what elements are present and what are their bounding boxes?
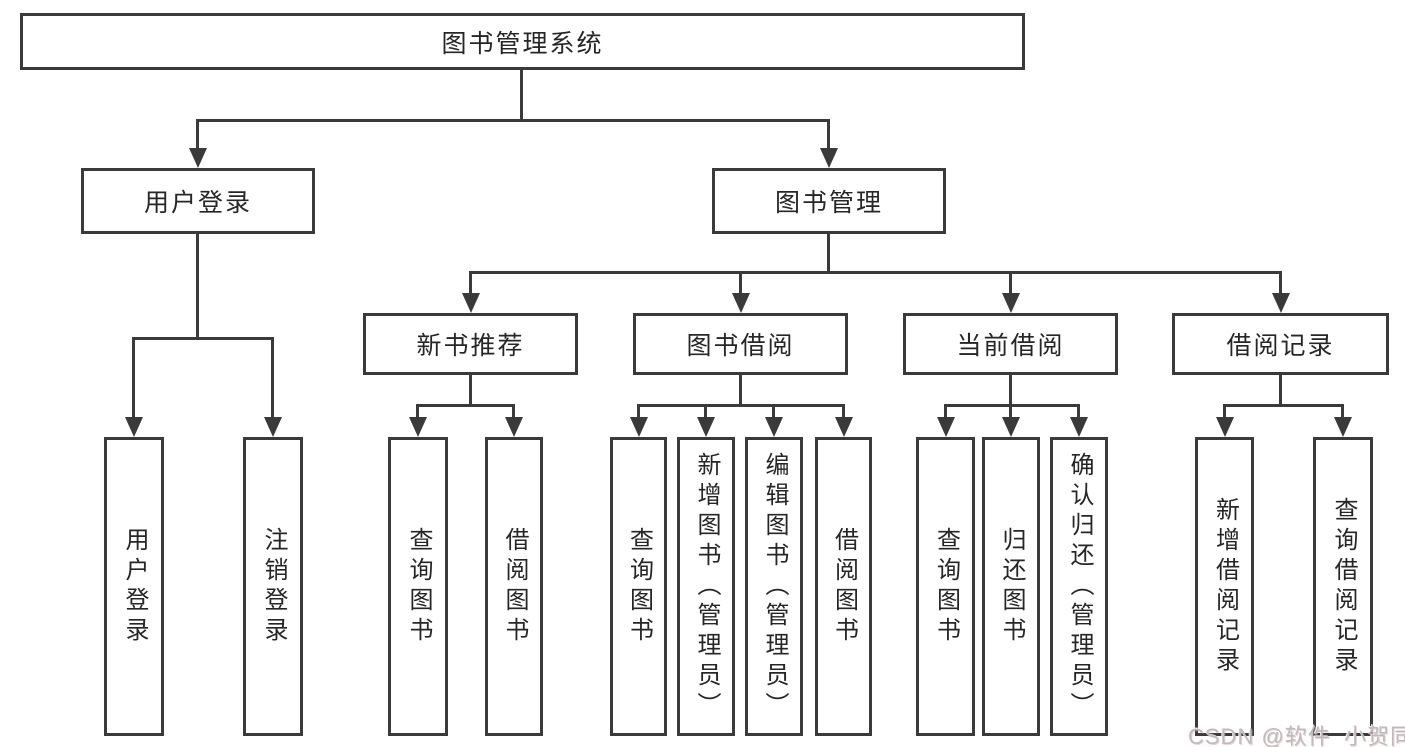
leaf-currentborrow-query-label: 查询图书	[932, 526, 960, 647]
connector-leaf-stem	[944, 404, 947, 419]
arrow-down-icon	[409, 417, 427, 437]
leaf-bookborrow-borrow: 借阅图书	[815, 437, 872, 736]
arrow-down-icon	[125, 417, 143, 437]
connector-bookborrow-rail	[637, 404, 845, 407]
connector-l3-stem	[1009, 271, 1012, 295]
leaf-logout: 注销登录	[243, 437, 303, 736]
connector-leaf-stem	[842, 404, 845, 419]
leaf-user-login: 用户登录	[104, 437, 164, 736]
arrow-down-icon	[1272, 293, 1290, 313]
arrow-down-icon	[1334, 417, 1352, 437]
arrow-down-icon	[732, 293, 750, 313]
node-user-login-label: 用户登录	[143, 189, 252, 217]
connector-borrowrecord-down	[1279, 373, 1282, 406]
arrow-down-icon	[189, 148, 207, 168]
connector-level3-rail	[469, 271, 1282, 274]
connector-leaf-stem	[1341, 404, 1344, 419]
arrow-down-icon	[505, 417, 523, 437]
leaf-newbook-query-label: 查询图书	[405, 526, 432, 647]
node-borrow-record: 借阅记录	[1172, 313, 1389, 375]
connector-root-stem	[520, 70, 523, 122]
leaf-newbook-borrow: 借阅图书	[485, 437, 543, 736]
leaf-borrowrecord-query-label: 查询借阅记录	[1330, 496, 1357, 677]
arrow-down-icon	[630, 417, 648, 437]
connector-userlogin-down	[196, 232, 199, 339]
leaf-bookborrow-edit: 编辑图书（管理员）	[745, 437, 803, 736]
connector-bookmgmt-down	[827, 232, 830, 273]
connector-leaf-stem	[512, 404, 515, 419]
leaf-currentborrow-confirm: 确认归还（管理员）	[1050, 437, 1108, 736]
leaf-currentborrow-return: 归还图书	[982, 437, 1040, 736]
node-book-borrow-label: 图书借阅	[686, 332, 795, 360]
connector-l3-stem	[739, 271, 742, 295]
leaf-bookborrow-add: 新增图书（管理员）	[677, 437, 735, 736]
node-user-login: 用户登录	[81, 168, 315, 234]
connector-borrowrecord-rail	[1223, 404, 1343, 407]
leaf-newbook-borrow-label: 借阅图书	[501, 526, 528, 647]
connector-level1-rail	[196, 119, 830, 122]
leaf-logout-label: 注销登录	[260, 526, 287, 647]
leaf-newbook-query: 查询图书	[388, 437, 448, 736]
connector-leaf-stem	[132, 337, 135, 419]
csdn-watermark: CSDN @软件_小贺同学	[1188, 724, 1405, 747]
arrow-down-icon	[1070, 417, 1088, 437]
node-root: 图书管理系统	[20, 13, 1025, 70]
leaf-bookborrow-add-label: 新增图书（管理员）	[693, 451, 720, 722]
connector-currentborrow-down	[1009, 373, 1012, 406]
leaf-bookborrow-edit-label: 编辑图书（管理员）	[761, 451, 788, 722]
node-book-mgmt: 图书管理	[712, 168, 946, 234]
leaf-borrowrecord-query: 查询借阅记录	[1313, 437, 1373, 736]
connector-userlogin-stem	[196, 119, 199, 151]
connector-leaf-stem	[637, 404, 640, 419]
connector-leaf-stem	[704, 404, 707, 419]
leaf-user-login-label: 用户登录	[121, 526, 148, 647]
connector-leaf-stem	[772, 404, 775, 419]
leaf-bookborrow-query: 查询图书	[610, 437, 667, 736]
leaf-borrowrecord-add-label: 新增借阅记录	[1211, 496, 1239, 677]
connector-bookmgmt-stem	[827, 119, 830, 151]
leaf-currentborrow-confirm-label: 确认归还（管理员）	[1066, 451, 1093, 722]
node-book-borrow: 图书借阅	[633, 313, 848, 375]
leaf-bookborrow-borrow-label: 借阅图书	[830, 526, 858, 647]
arrow-down-icon	[1216, 417, 1234, 437]
arrow-down-icon	[765, 417, 783, 437]
node-current-borrow-label: 当前借阅	[956, 332, 1065, 360]
leaf-borrowrecord-add: 新增借阅记录	[1195, 437, 1254, 736]
arrow-down-icon	[835, 417, 853, 437]
node-new-book: 新书推荐	[363, 313, 578, 375]
arrow-down-icon	[462, 293, 480, 313]
arrow-down-icon	[1002, 417, 1020, 437]
connector-bookborrow-down	[739, 373, 742, 406]
node-book-mgmt-label: 图书管理	[774, 189, 883, 217]
connector-l3-stem	[1279, 271, 1282, 295]
node-root-label: 图书管理系统	[441, 29, 604, 58]
connector-leaf-stem	[1223, 404, 1226, 419]
connector-leaf-stem	[416, 404, 419, 419]
connector-currentborrow-rail	[944, 404, 1080, 407]
arrow-down-icon	[820, 148, 838, 168]
connector-newbook-rail	[416, 404, 515, 407]
node-new-book-label: 新书推荐	[416, 332, 525, 360]
connector-newbook-down	[469, 373, 472, 406]
leaf-currentborrow-return-label: 归还图书	[998, 526, 1025, 647]
arrow-down-icon	[264, 417, 282, 437]
connector-leaf-stem	[1009, 404, 1012, 419]
connector-l3-stem	[469, 271, 472, 295]
node-current-borrow: 当前借阅	[903, 313, 1118, 375]
leaf-bookborrow-query-label: 查询图书	[625, 526, 653, 647]
connector-leaf-stem	[271, 337, 274, 419]
node-borrow-record-label: 借阅记录	[1226, 332, 1335, 360]
connector-userlogin-rail	[132, 337, 274, 340]
arrow-down-icon	[1002, 293, 1020, 313]
arrow-down-icon	[937, 417, 955, 437]
arrow-down-icon	[697, 417, 715, 437]
leaf-currentborrow-query: 查询图书	[916, 437, 975, 736]
connector-leaf-stem	[1077, 404, 1080, 419]
